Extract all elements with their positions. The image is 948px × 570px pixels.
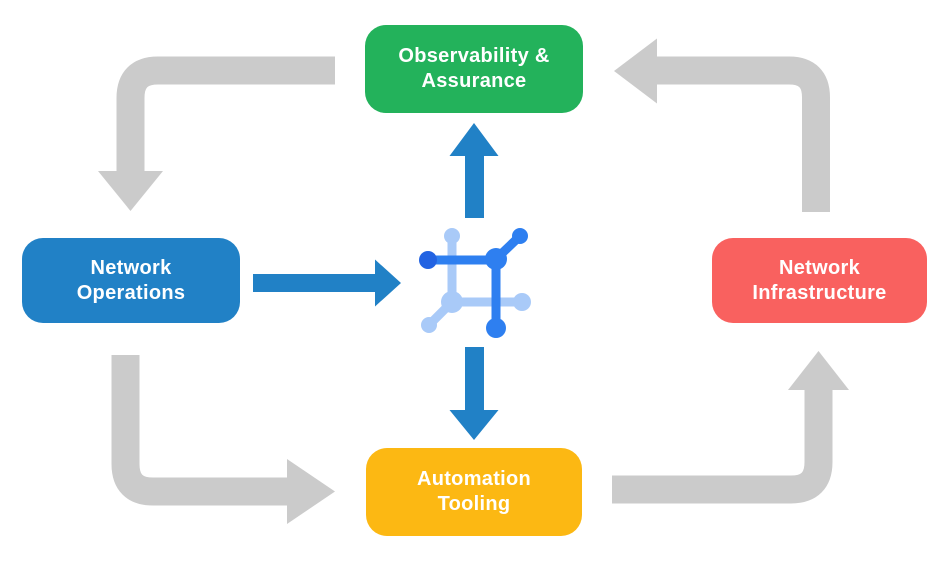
arrow-shaft xyxy=(111,355,288,506)
node-automation-tooling: Automation Tooling xyxy=(366,448,582,536)
icon-node-dot xyxy=(421,317,437,333)
arrow-automation-to-infrastructure xyxy=(612,351,849,504)
node-label-line: Operations xyxy=(76,281,186,304)
arrow-operations-to-automation xyxy=(111,355,335,524)
arrow-center-icon-to-observability xyxy=(449,123,499,218)
icon-corner-node xyxy=(441,291,463,313)
icon-node-dot xyxy=(512,228,528,244)
arrow-head-down xyxy=(98,171,163,211)
arrow-head-right xyxy=(287,459,335,524)
arrow-observability-to-operations xyxy=(98,56,335,211)
node-label-line: Automation xyxy=(416,468,532,490)
node-network-operations: Network Operations xyxy=(22,238,240,323)
arrow-operations-to-center-icon xyxy=(253,259,401,307)
icon-node-dot xyxy=(513,293,531,311)
node-label-line: Infrastructure xyxy=(752,281,887,304)
network-fabric-icon xyxy=(419,228,531,338)
arrow-shaft xyxy=(657,56,830,212)
arrow-head-left xyxy=(614,38,657,104)
icon-corner-node xyxy=(485,248,507,270)
node-network-infrastructure: Network Infrastructure xyxy=(712,238,927,323)
node-label-line: Network xyxy=(778,256,860,279)
node-label-line: Network xyxy=(90,256,172,279)
arrow-center-icon-to-automation xyxy=(449,347,499,440)
node-label-line: Tooling xyxy=(437,493,511,515)
arrow-shaft xyxy=(116,56,335,172)
node-observability-assurance: Observability & Assurance xyxy=(365,25,583,113)
arrow-head-up xyxy=(788,351,849,390)
node-label-line: Assurance xyxy=(421,70,527,92)
arrow-infrastructure-to-observability xyxy=(614,38,830,212)
arrow-shaft xyxy=(612,390,833,504)
icon-node-dot xyxy=(419,251,437,269)
node-label-line: Observability & xyxy=(398,45,550,67)
icon-node-dot xyxy=(486,318,506,338)
icon-node-dot xyxy=(444,228,460,244)
